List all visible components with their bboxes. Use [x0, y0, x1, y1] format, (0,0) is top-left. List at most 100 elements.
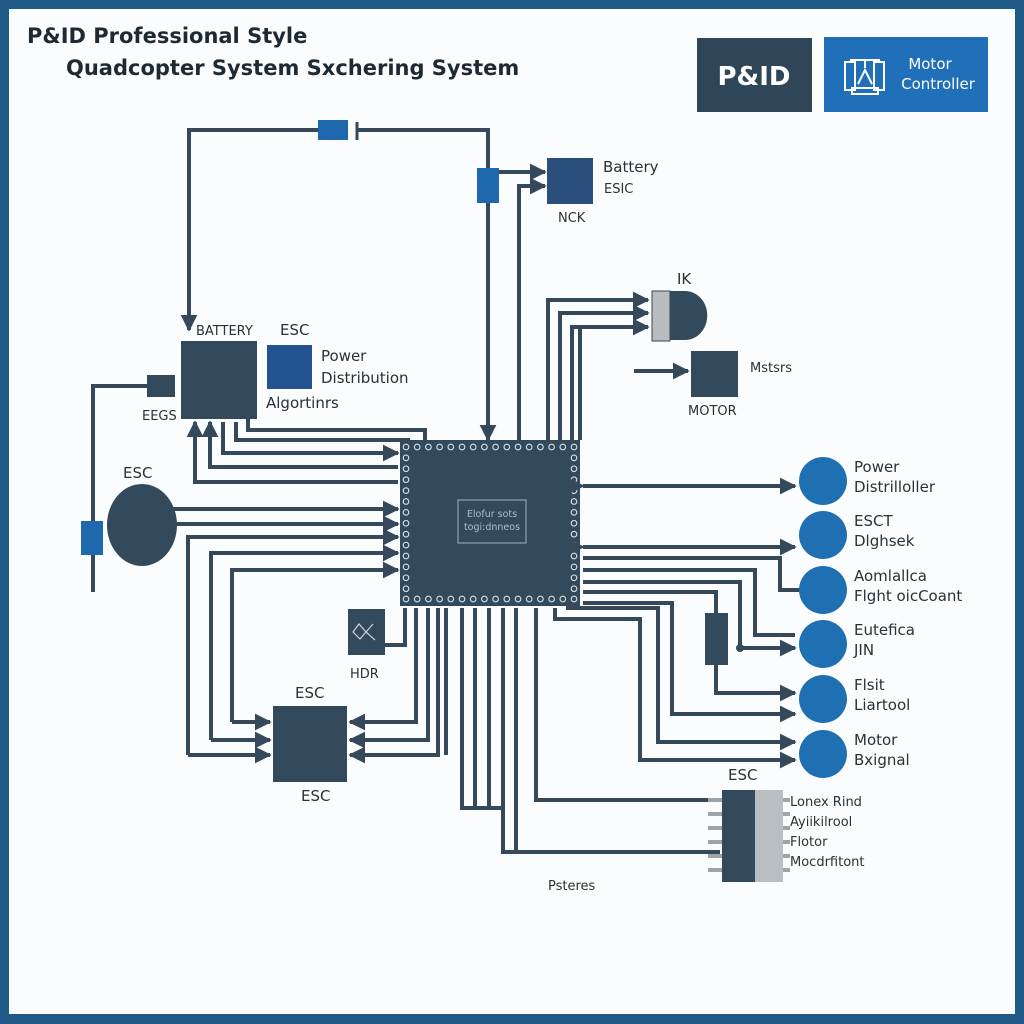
chip-pin: [570, 595, 578, 603]
output-node-circle: [799, 675, 847, 723]
sensor-icon: [352, 623, 376, 641]
connector-pin: [708, 826, 722, 830]
resistor: [705, 613, 728, 665]
chip-pin: [570, 519, 578, 527]
motor-controller-label-1: Motor: [908, 55, 952, 73]
chip-pin: [469, 595, 477, 603]
chip-pin: [402, 585, 410, 593]
esc-connector-top: ESC: [728, 766, 757, 784]
chip-pin: [503, 443, 511, 451]
chip-label-2: togi:dnneos: [464, 522, 520, 533]
output-node-label-2: Liartool: [854, 696, 910, 714]
output-node-label-1: Aomlallca: [854, 567, 927, 585]
power-dist-line2: Distribution: [321, 369, 409, 387]
right-wires: [553, 477, 800, 769]
ik-label: IK: [677, 270, 692, 288]
connector-pin: [708, 868, 722, 872]
esc-connector-line-1: Lonex Rind: [790, 795, 862, 810]
chip-pin: [469, 443, 477, 451]
chip-pin: [402, 541, 410, 549]
chip-pin: [425, 443, 432, 451]
chip-pin: [402, 476, 410, 484]
battery-top-label: Battery: [603, 158, 659, 176]
chip-pin: [537, 443, 544, 451]
chip-pin: [570, 530, 578, 538]
esc-block: ESC ESC: [188, 684, 347, 805]
chip-pin: [402, 454, 410, 462]
chip-pin: [413, 443, 421, 451]
chip-pin: [570, 454, 578, 462]
chip-pin: [570, 498, 578, 505]
esc-block-bottom: ESC: [301, 787, 330, 805]
chip-label-1: Elofur sots: [467, 509, 517, 520]
output-node-label-2: Bxignal: [854, 751, 910, 769]
title-line-2: Quadcopter System Sxchering System: [66, 56, 519, 80]
chip-pin: [402, 574, 410, 582]
chip-pin: [402, 552, 410, 560]
pid-badge-label: P&ID: [718, 62, 791, 92]
chip-pin: [559, 443, 567, 451]
connector-pin: [708, 798, 722, 802]
chip-pin: [548, 595, 555, 603]
output-node-label-2: JIN: [853, 641, 874, 659]
battery-side-label: EEGS: [142, 409, 177, 424]
valve-top: [318, 120, 348, 140]
motor-controller-icon: [844, 59, 885, 95]
chip-pin: [537, 595, 544, 603]
chip-pin: [413, 595, 421, 603]
output-node-label-2: Flght oicCoant: [854, 587, 962, 605]
power-distribution: ESC Power Distribution Algortinrs: [266, 321, 409, 412]
chip-pin: [402, 443, 410, 451]
output-node-label-2: Distrilloller: [854, 478, 936, 496]
left-wires: [170, 419, 427, 755]
chip-pin: [402, 509, 410, 516]
chip-pin: [570, 509, 578, 516]
output-node-circle: [799, 620, 847, 668]
connector-pin: [708, 812, 722, 816]
chip-pin: [559, 595, 567, 603]
power-dist-line1: Power: [321, 347, 367, 365]
chip-pin: [402, 530, 410, 538]
output-node-label-1: Flsit: [854, 676, 885, 694]
battery-top-code: NCK: [558, 211, 586, 226]
output-node-circle: [799, 511, 847, 559]
connector-pin: [783, 798, 790, 802]
chip-pin: [570, 443, 578, 451]
connector-pin: [783, 854, 790, 858]
chip-pin: [402, 519, 410, 527]
output-node-label-1: Motor: [854, 731, 898, 749]
chip-pin: [570, 585, 578, 593]
esc-connector-line-4: Mocdrfitont: [790, 855, 865, 870]
chip-pin: [570, 465, 578, 473]
battery-block-label: BATTERY: [196, 324, 253, 339]
output-node-label-2: Dlghsek: [854, 532, 915, 550]
output-node-circle: [799, 730, 847, 778]
chip-pin: [402, 465, 410, 473]
chip-pin: [503, 595, 511, 603]
motor-controller-label-2: Controller: [901, 75, 976, 93]
chip-pin: [492, 595, 499, 603]
valve-left: [81, 521, 103, 555]
battery-esc-top: Battery ESIC NCK: [547, 158, 659, 226]
hdr-block: HDR: [348, 609, 385, 682]
chip-pin: [402, 487, 410, 494]
pid-badge: P&ID: [697, 38, 812, 112]
chip-pin: [458, 595, 466, 603]
connector-pin: [783, 840, 790, 844]
chip-pin: [402, 498, 410, 505]
power-dist-line3: Algortinrs: [266, 394, 339, 412]
chip-pin: [402, 595, 410, 603]
chip-pin: [481, 595, 488, 603]
esc-block-top: ESC: [295, 684, 324, 702]
power-dist-top: ESC: [280, 321, 309, 339]
output-node-label-1: Power: [854, 458, 900, 476]
title-line-1: P&ID Professional Style: [27, 24, 307, 48]
bottom-wires: [348, 608, 720, 854]
esc-connector-line-2: Ayiikilrool: [790, 815, 852, 830]
connector-pin: [708, 854, 722, 858]
ik-unit: IK: [651, 270, 708, 342]
chip-pin: [481, 443, 488, 451]
